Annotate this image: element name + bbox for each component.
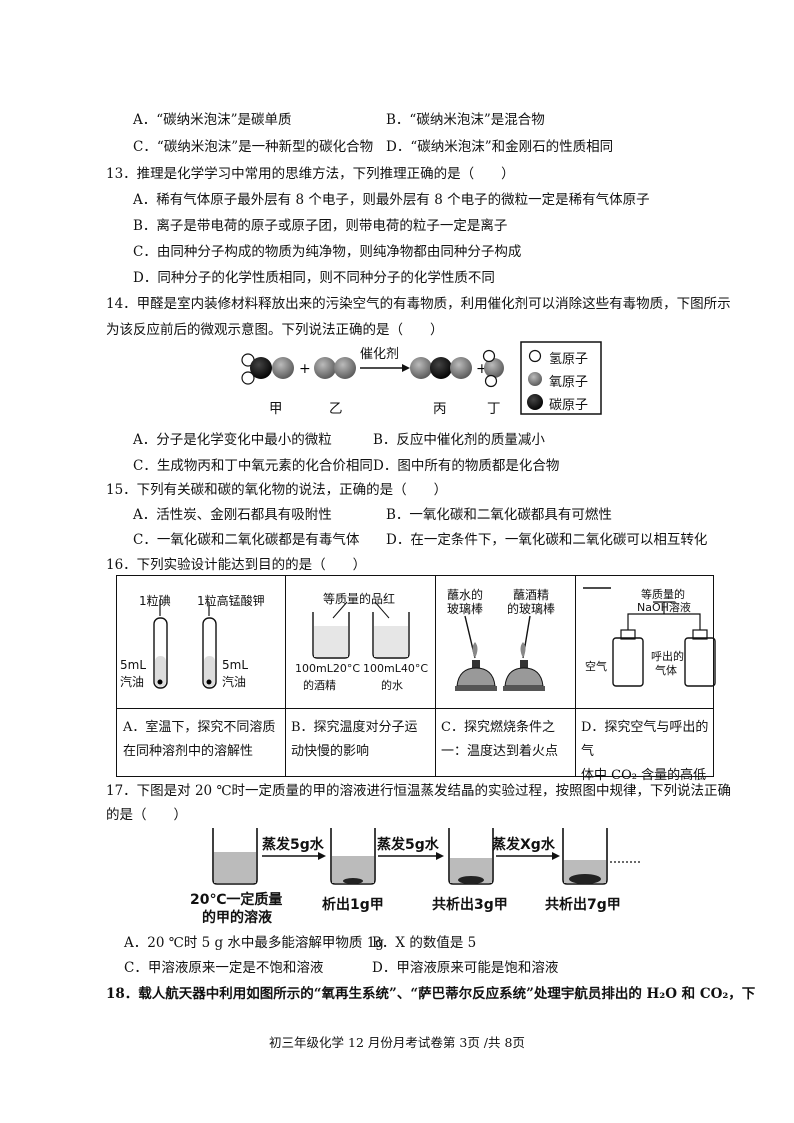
q13-option-c: C．由同种分子构成的物质为纯净物，则纯净物都由同种分子构成 <box>133 244 522 260</box>
q16-stem: 16．下列实验设计能达到目的的是（ ） <box>106 557 367 573</box>
q16-experiment-table: 1粒碘 1粒高锰酸钾 5mL 汽油 5mL 汽油 A．室温下，探究不同溶质 在同… <box>116 575 716 783</box>
q18-stem: 18．载人航天器中利用如图所示的“氧再生系统”、“萨巴蒂尔反应系统”处理宇航员排… <box>106 986 756 1002</box>
label-exhaled: 呼出的 <box>651 650 684 663</box>
label-glass-rod-left: 玻璃棒 <box>447 602 484 616</box>
molecule-carbon-dioxide <box>410 357 472 379</box>
alcohol-lamps-diagram <box>455 615 545 691</box>
svg-text:+: + <box>299 361 311 377</box>
label-gas: 气体 <box>655 664 677 677</box>
q13-option-d: D．同种分子的化学性质相同，则不同种分子的化学性质不同 <box>133 270 495 286</box>
beakers-diagram <box>312 601 410 659</box>
legend-hydrogen: 氢原子 <box>549 352 589 367</box>
label-bing: 丙 <box>433 401 447 417</box>
beaker-3 <box>448 828 494 885</box>
q12-option-c: C．“碳纳米泡沫”是一种新型的碳化合物 <box>133 139 374 155</box>
label-gasoline-left: 汽油 <box>120 675 145 689</box>
label-alcohol-volume: 100mL20°C <box>295 662 361 675</box>
q15-option-a: A．活性炭、金刚石都具有吸附性 <box>133 507 332 523</box>
beaker-label-2: 析出1g甲 <box>322 897 384 913</box>
label-gasoline-right: 汽油 <box>222 675 247 689</box>
q14-option-b: B．反应中催化剂的质量减小 <box>373 432 545 448</box>
q17-option-a: A．20 ℃时 5 g 水中最多能溶解甲物质 1g <box>124 935 384 951</box>
label-permanganate: 1粒高锰酸钾 <box>197 594 265 608</box>
q16-cell-d: 等质量的 NaOH溶液 空气 呼出的 气体 D．探究空气与呼出的气 体中 CO₂… <box>575 576 716 783</box>
label-water-volume: 100mL40°C <box>363 662 429 675</box>
label-air: 空气 <box>585 660 607 673</box>
q16-cell-c: 蘸水的 玻璃棒 蘸酒精 的玻璃棒 C．探究燃烧条件之 一：温度达到着火点 <box>435 576 576 776</box>
q16-caption-a-line1: A．室温下，探究不同溶质 <box>123 720 276 735</box>
label-ding: 丁 <box>487 401 501 417</box>
q14-option-c: C．生成物丙和丁中氧元素的化合价相同 <box>133 458 373 474</box>
q14-option-d: D．图中所有的物质都是化合物 <box>373 458 560 474</box>
q13-option-b: B．离子是带电荷的原子或原子团，则带电荷的粒子一定是离子 <box>133 218 508 234</box>
gas-bottles-diagram <box>583 587 716 687</box>
q15-option-c: C．一氧化碳和二氧化碳都是有毒气体 <box>133 532 360 548</box>
beaker-label-4: 共析出7g甲 <box>545 897 621 913</box>
q14-stem-line1: 14．甲醛是室内装修材料释放出来的污染空气的有毒物质，利用催化剂可以消除这些有毒… <box>106 296 731 312</box>
label-water-dipped: 蘸水的 <box>447 588 484 602</box>
label-water: 的水 <box>381 679 403 692</box>
beaker-label-3: 共析出3g甲 <box>432 897 508 913</box>
label-jia: 甲 <box>269 401 283 417</box>
label-alcohol-dipped: 蘸酒精 <box>513 588 550 602</box>
q16-caption-c-line1: C．探究燃烧条件之 <box>441 720 555 735</box>
legend-oxygen: 氧原子 <box>549 375 589 390</box>
arrow-label-2: 蒸发5g水 <box>377 837 439 853</box>
q17-stem-line2: 的是（ ） <box>106 807 187 823</box>
catalyst-label: 催化剂 <box>360 347 400 362</box>
beaker-label-1b: 的甲的溶液 <box>202 910 272 926</box>
q16-caption-c-line2: 一：温度达到着火点 <box>441 744 559 759</box>
arrow-label-3: 蒸发Xg水 <box>492 837 555 853</box>
label-equal-mass: 等质量的 <box>641 588 685 601</box>
test-tubes-diagram <box>153 602 217 689</box>
q15-stem: 15．下列有关碳和碳的氧化物的说法，正确的是（ ） <box>106 482 448 498</box>
q15-option-b: B．一氧化碳和二氧化碳都具有可燃性 <box>386 507 612 523</box>
label-equal-dye: 等质量的品红 <box>323 592 396 606</box>
label-5ml-left: 5mL <box>120 658 147 672</box>
svg-text:+: + <box>476 361 488 377</box>
q17-option-d: D．甲溶液原来可能是饱和溶液 <box>372 960 559 976</box>
molecule-water <box>482 349 504 388</box>
q15-option-d: D．在一定条件下，一氧化碳和二氧化碳可以相互转化 <box>386 532 708 548</box>
label-glass-rod-right: 的玻璃棒 <box>507 602 556 616</box>
q12-option-a: A．“碳纳米泡沫”是碳单质 <box>133 112 292 128</box>
q13-stem: 13．推理是化学学习中常用的思维方法，下列推理正确的是（ ） <box>106 166 515 182</box>
q16-caption-b-line1: B．探究温度对分子运 <box>291 720 418 735</box>
q16-caption-d-line2: 体中 CO₂ 含量的高低 <box>581 768 707 783</box>
arrow-label-1: 蒸发5g水 <box>262 837 324 853</box>
label-alcohol: 的酒精 <box>303 679 336 692</box>
molecule-formaldehyde <box>241 353 294 385</box>
page-footer: 初三年级化学 12 月份月考试卷第 3页 /共 8页 <box>269 1035 525 1050</box>
label-5ml-right: 5mL <box>222 658 249 672</box>
label-naoh: NaOH溶液 <box>637 601 691 614</box>
q12-option-b: B．“碳纳米泡沫”是混合物 <box>386 112 545 128</box>
molecule-oxygen <box>314 357 356 379</box>
q12-option-d: D．“碳纳米泡沫”和金刚石的性质相同 <box>386 139 614 155</box>
q17-option-c: C．甲溶液原来一定是不饱和溶液 <box>124 960 324 976</box>
hydrogen-atom-icon <box>528 349 542 363</box>
beaker-1 <box>212 828 258 885</box>
label-iodine: 1粒碘 <box>139 594 171 608</box>
q17-option-b: B．X 的数值是 5 <box>372 935 477 951</box>
q14-stem-line2: 为该反应前后的微观示意图。下列说法正确的是（ ） <box>106 322 444 338</box>
beaker-4 <box>562 828 608 885</box>
q14-option-a: A．分子是化学变化中最小的微粒 <box>133 432 332 448</box>
q17-stem-line1: 17．下图是对 20 ℃时一定质量的甲的溶液进行恒温蒸发结晶的实验过程，按照图中… <box>106 783 732 799</box>
beaker-label-1a: 20℃一定质量 <box>190 892 283 908</box>
carbon-atom-icon <box>527 394 543 410</box>
legend-box <box>520 341 602 415</box>
label-yi: 乙 <box>329 401 343 417</box>
legend-carbon: 碳原子 <box>549 398 589 413</box>
beaker-2 <box>330 828 376 885</box>
q16-caption-d-line1: D．探究空气与呼出的气 <box>581 720 709 759</box>
q13-option-a: A．稀有气体原子最外层有 8 个电子，则最外层有 8 个电子的微粒一定是稀有气体… <box>133 192 650 208</box>
q16-caption-b-line2: 动快慢的影响 <box>291 744 370 759</box>
q16-cell-b: 等质量的品红 100mL20°C 的酒精 100mL40°C 的水 B．探究温度… <box>285 576 436 776</box>
oxygen-atom-icon <box>528 372 542 386</box>
q16-caption-a-line2: 在同种溶剂中的溶解性 <box>123 744 254 759</box>
